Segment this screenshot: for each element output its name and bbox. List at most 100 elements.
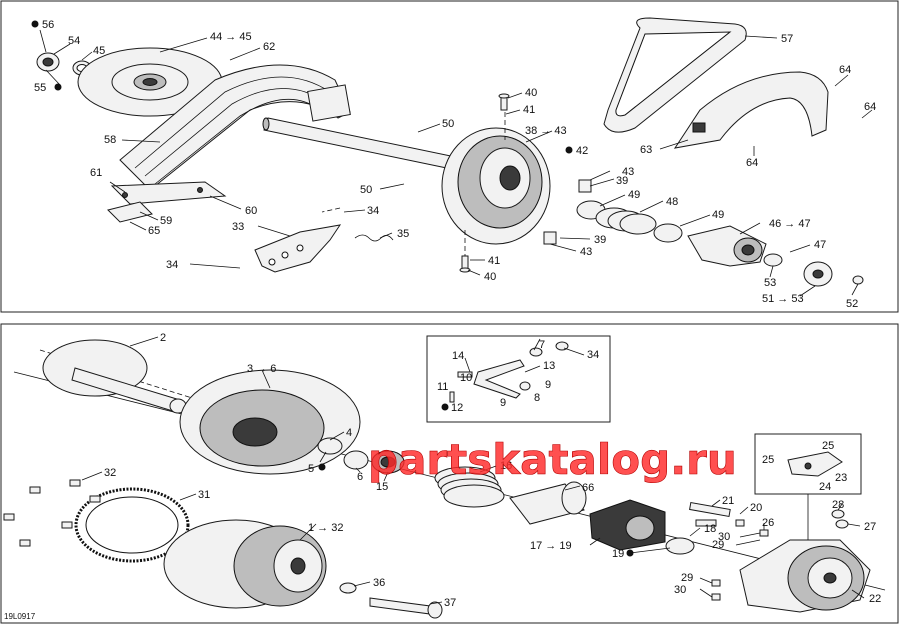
callout-8: 8 xyxy=(534,392,540,404)
callout-45: 45 xyxy=(93,45,105,57)
callout-11: 11 xyxy=(437,381,448,393)
bolt-set xyxy=(3,479,101,547)
guard-base-plate xyxy=(110,181,227,205)
callout-37: 37 xyxy=(444,597,456,609)
screw-bottom xyxy=(459,255,471,273)
callout-41-top: 41 xyxy=(523,104,535,116)
callout-4: 4 xyxy=(346,427,352,439)
callout-21: 21 xyxy=(722,495,734,507)
callout-9-right: 9 xyxy=(545,379,551,391)
callout-50-bottom: 50 xyxy=(360,184,372,196)
drive-shaft xyxy=(262,117,471,173)
callout-20: 20 xyxy=(750,502,762,514)
callout-3-6: 3 → 6 xyxy=(247,363,276,375)
callout-38-43: 38 → 43 xyxy=(525,125,567,137)
callout-18: 18 xyxy=(704,523,716,535)
callout-43-top: 43 xyxy=(622,166,634,178)
callout-63: 63 xyxy=(640,144,652,156)
bearing-part xyxy=(36,52,60,72)
callout-49-right: 49 xyxy=(712,209,724,221)
drive-belt xyxy=(603,17,747,133)
spacer-part xyxy=(543,179,592,245)
callout-62: 62 xyxy=(263,41,275,53)
callout-40-top: 40 xyxy=(525,87,537,99)
callout-5: 5 xyxy=(308,463,314,475)
driven-pulley xyxy=(441,127,551,245)
lubricant-markers xyxy=(31,20,634,557)
callout-17-19: 17 → 19 xyxy=(530,540,572,552)
callout-50-top: 50 xyxy=(442,118,454,130)
cable-part xyxy=(354,234,394,242)
callout-43-bottom: 43 xyxy=(580,246,592,258)
movable-sheave-housing xyxy=(179,369,361,475)
callout-39-bottom: 39 xyxy=(594,234,606,246)
callout-53: 53 xyxy=(764,277,776,289)
callout-32: 32 xyxy=(104,467,116,479)
callout-59: 59 xyxy=(160,215,172,227)
callout-34-lower: 34 xyxy=(166,259,178,271)
lever-inset-frame xyxy=(426,335,611,423)
callout-35: 35 xyxy=(397,228,409,240)
bolt-37 xyxy=(369,597,443,619)
callout-12: 12 xyxy=(451,402,463,414)
callout-60: 60 xyxy=(245,205,257,217)
callout-labels: 56 54 45 55 44 → 45 62 58 61 59 65 60 33… xyxy=(34,19,881,609)
callout-2: 2 xyxy=(160,332,166,344)
callout-48: 48 xyxy=(666,196,678,208)
callout-40-bottom: 40 xyxy=(484,271,496,283)
watermark-text: partskatalog.ru xyxy=(368,435,737,484)
callout-65: 65 xyxy=(148,225,160,237)
mounting-bracket xyxy=(254,224,342,273)
belt-guard xyxy=(119,64,351,191)
callout-33: 33 xyxy=(232,221,244,233)
callout-31: 31 xyxy=(198,489,210,501)
callout-64-top: 64 xyxy=(839,64,851,76)
callout-61: 61 xyxy=(90,167,102,179)
callout-14: 14 xyxy=(452,350,464,362)
callout-46-47: 46 → 47 xyxy=(769,218,811,230)
washer-36 xyxy=(339,582,357,594)
callout-1-32: 1 → 32 xyxy=(308,522,343,534)
spring-part xyxy=(434,466,505,508)
callout-24: 24 xyxy=(819,481,831,493)
callout-52: 52 xyxy=(846,298,858,310)
screw-top xyxy=(498,93,510,111)
callout-49-left: 49 xyxy=(628,189,640,201)
callout-16: 16 xyxy=(500,460,512,472)
callout-23: 23 xyxy=(835,472,847,484)
ring-gear xyxy=(74,487,190,563)
callout-54: 54 xyxy=(68,35,80,47)
callout-25-top: 25 xyxy=(822,440,834,452)
callout-26: 26 xyxy=(762,517,774,529)
bracket-part xyxy=(107,201,153,223)
upper-leaders xyxy=(39,29,873,297)
callout-6: 6 xyxy=(357,471,363,483)
diagram-code: 19L0917 xyxy=(4,612,36,621)
callout-58: 58 xyxy=(104,134,116,146)
callout-36: 36 xyxy=(373,577,385,589)
callout-55: 55 xyxy=(34,82,46,94)
callout-39-top: 39 xyxy=(616,175,628,187)
callout-30-bottom: 30 xyxy=(674,584,686,596)
cam-arm-assembly xyxy=(787,451,843,477)
callout-66: 66 xyxy=(582,482,594,494)
drive-pulley xyxy=(163,519,327,609)
callout-30-top: 30 xyxy=(718,531,730,543)
callout-13: 13 xyxy=(543,360,555,372)
outer-belt-guard xyxy=(673,71,829,149)
callout-42: 42 xyxy=(576,145,588,157)
callout-47: 47 xyxy=(814,239,826,251)
callout-57: 57 xyxy=(781,33,793,45)
upper-panel-frame xyxy=(0,0,899,313)
callout-34-inset: 34 xyxy=(587,349,599,361)
callout-29-top: 29 xyxy=(712,539,724,551)
sleeve-part xyxy=(509,481,587,525)
callout-27: 27 xyxy=(864,521,876,533)
callout-9-bottom: 9 xyxy=(500,397,506,409)
callout-19: 19 xyxy=(612,548,624,560)
callout-7: 7 xyxy=(539,339,545,351)
callout-56: 56 xyxy=(42,19,54,31)
callout-41-bottom: 41 xyxy=(488,255,500,267)
callout-64-right: 64 xyxy=(864,101,876,113)
